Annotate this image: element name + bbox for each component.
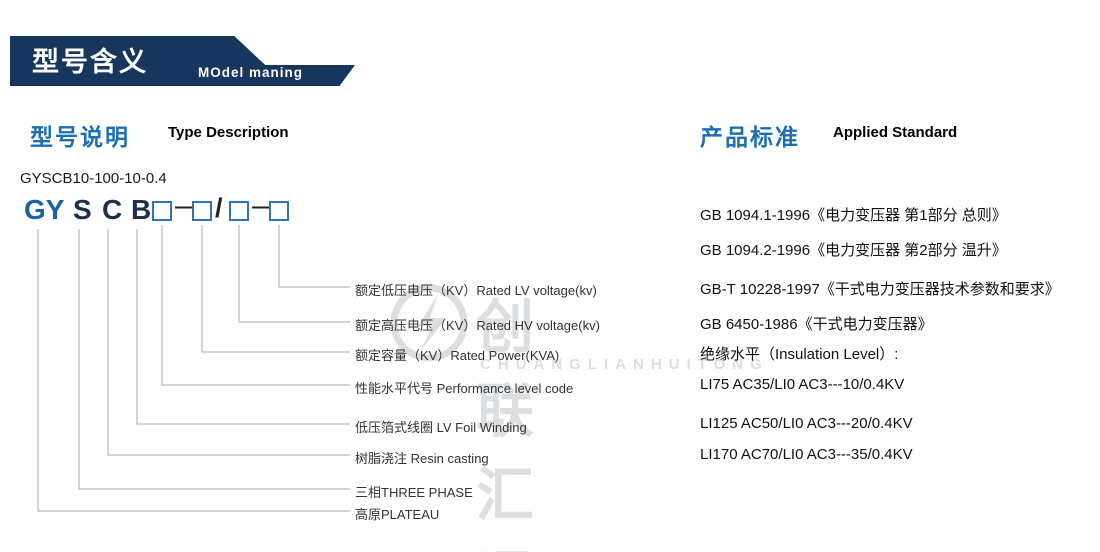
code-box-2 <box>192 201 212 221</box>
standard-item: GB 1094.2-1996《电力变压器 第2部分 温升》 <box>700 242 1007 259</box>
page-subtitle: MOdel maning <box>198 65 304 80</box>
page-title: 型号含义 <box>32 47 148 77</box>
code-label-foil-winding: 低压箔式线圈 LV Foil Winding <box>355 420 527 435</box>
code-label-rated-power: 额定容量（KV）Rated Power(KVA) <box>355 348 560 363</box>
standard-item: GB 6450-1986《干式电力变压器》 <box>700 316 933 333</box>
standard-section-heading-en: Applied Standard <box>833 124 958 141</box>
type-section-heading: 型号说明 <box>30 124 130 150</box>
code-slash: / <box>215 193 223 223</box>
standard-item: LI75 AC35/LI0 AC3---10/0.4KV <box>700 376 905 393</box>
header-band: 型号含义 MOdel maning <box>10 36 355 86</box>
code-dash-1: — <box>175 196 195 218</box>
code-label-resin-cast: 树脂浇注 Resin casting <box>355 451 489 466</box>
code-label-three-phase: 三相THREE PHASE <box>355 485 473 500</box>
code-label-hv-voltage: 额定高压电压（KV）Rated HV voltage(kv) <box>355 318 600 333</box>
standard-item: LI170 AC70/LI0 AC3---35/0.4KV <box>700 446 913 463</box>
standard-item: GB-T 10228-1997《干式电力变压器技术参数和要求》 <box>700 281 1060 298</box>
type-section-heading-en: Type Description <box>168 124 289 141</box>
code-letter-b: B <box>131 194 152 225</box>
code-box-4 <box>269 201 289 221</box>
code-letter-gy: GY <box>24 194 65 225</box>
code-letter-s: S <box>73 194 92 225</box>
code-label-plateau: 高原PLATEAU <box>355 507 440 522</box>
code-label-perf-level: 性能水平代号 Performance level code <box>355 381 574 396</box>
code-letter-c: C <box>102 194 123 225</box>
standard-item: GB 1094.1-1996《电力变压器 第1部分 总则》 <box>700 207 1007 224</box>
code-box-1 <box>152 201 172 221</box>
standard-section-heading: 产品标准 <box>700 124 800 150</box>
standard-item: LI125 AC50/LI0 AC3---20/0.4KV <box>700 415 913 432</box>
code-dash-2: — <box>252 196 272 218</box>
code-label-lv-voltage: 额定低压电压（KV）Rated LV voltage(kv) <box>355 283 597 298</box>
standard-item-insulation-level: 绝缘水平（Insulation Level）: <box>700 346 899 363</box>
model-example: GYSCB10-100-10-0.4 <box>20 170 167 187</box>
code-box-3 <box>229 201 249 221</box>
